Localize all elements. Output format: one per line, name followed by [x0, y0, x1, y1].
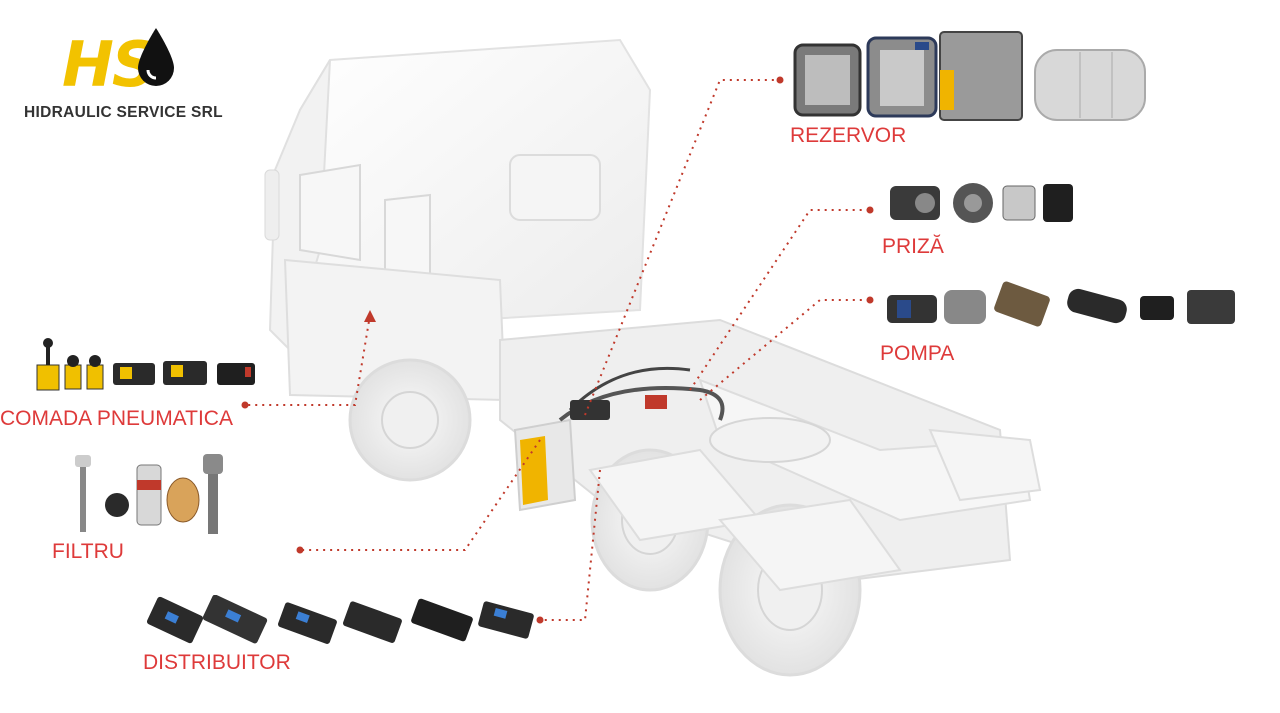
category-rezervor[interactable]: REZERVOR	[790, 124, 907, 147]
tank-steel-icon	[793, 43, 862, 117]
category-pompa[interactable]: POMPA	[880, 342, 955, 365]
pto-icon-4	[1043, 184, 1073, 222]
leader-line-comanda	[245, 314, 371, 406]
pump-icon-5	[1140, 296, 1174, 320]
pump-icon-3	[994, 281, 1050, 327]
filter-cartridge-icon-2	[166, 477, 200, 523]
company-logo: HS HIDRAULIC SERVICE SRL	[20, 20, 270, 130]
truck-illustration	[264, 38, 1042, 677]
leader-line-distribuitor	[540, 469, 601, 621]
directional-valve-icon-4	[343, 601, 402, 643]
priza-products	[890, 183, 1073, 223]
tank-cylinder-icon	[1034, 49, 1146, 121]
pump-icon-2	[944, 290, 986, 324]
filter-cap-icon	[105, 493, 129, 517]
company-name: HIDRAULIC SERVICE SRL	[24, 104, 223, 121]
pneumatic-valve-icon-2	[86, 355, 104, 390]
filter-cartridge-icon-1	[136, 464, 162, 526]
filter-dipstick-icon	[75, 455, 91, 532]
category-priza[interactable]: PRIZĂ	[882, 235, 944, 258]
pneumatic-switch-icon-2	[163, 361, 207, 385]
filter-housing-icon	[203, 454, 223, 534]
oil-drop-icon	[138, 28, 174, 86]
tank-blue-icon	[866, 36, 938, 118]
leader-line-filtru	[300, 439, 541, 551]
pto-icon-3	[1002, 185, 1036, 221]
pneumatic-valve-icon-1	[64, 355, 82, 390]
pompa-products	[887, 281, 1235, 327]
comanda-products	[36, 338, 255, 391]
directional-valve-icon-5	[411, 598, 473, 642]
rezervor-products	[793, 31, 1146, 121]
leader-line-rezervor	[584, 79, 780, 416]
pneumatic-switch-icon-3	[217, 363, 255, 385]
distribuitor-products	[146, 595, 534, 644]
directional-valve-icon-2	[202, 595, 268, 644]
leader-lines	[245, 79, 870, 621]
pump-icon-4	[1067, 288, 1127, 324]
tank-yellow-icon	[939, 31, 1023, 121]
directional-valve-icon-6	[478, 601, 534, 639]
pto-icon-1	[890, 186, 940, 220]
pneumatic-switch-icon-1	[113, 363, 155, 385]
directional-valve-icon-1	[146, 596, 204, 644]
category-filtru[interactable]: FILTRU	[52, 540, 124, 563]
category-comanda[interactable]: COMADA PNEUMATICA	[0, 407, 233, 430]
pneumatic-joystick-icon	[36, 338, 60, 391]
leader-dots	[241, 76, 874, 624]
pto-icon-2	[953, 183, 993, 223]
directional-valve-icon-3	[278, 602, 337, 644]
category-distribuitor[interactable]: DISTRIBUITOR	[143, 651, 291, 674]
leader-line-pompa	[699, 299, 870, 401]
pump-icon-6	[1187, 290, 1235, 324]
pump-icon-1	[887, 295, 937, 323]
filtru-products	[75, 454, 223, 534]
